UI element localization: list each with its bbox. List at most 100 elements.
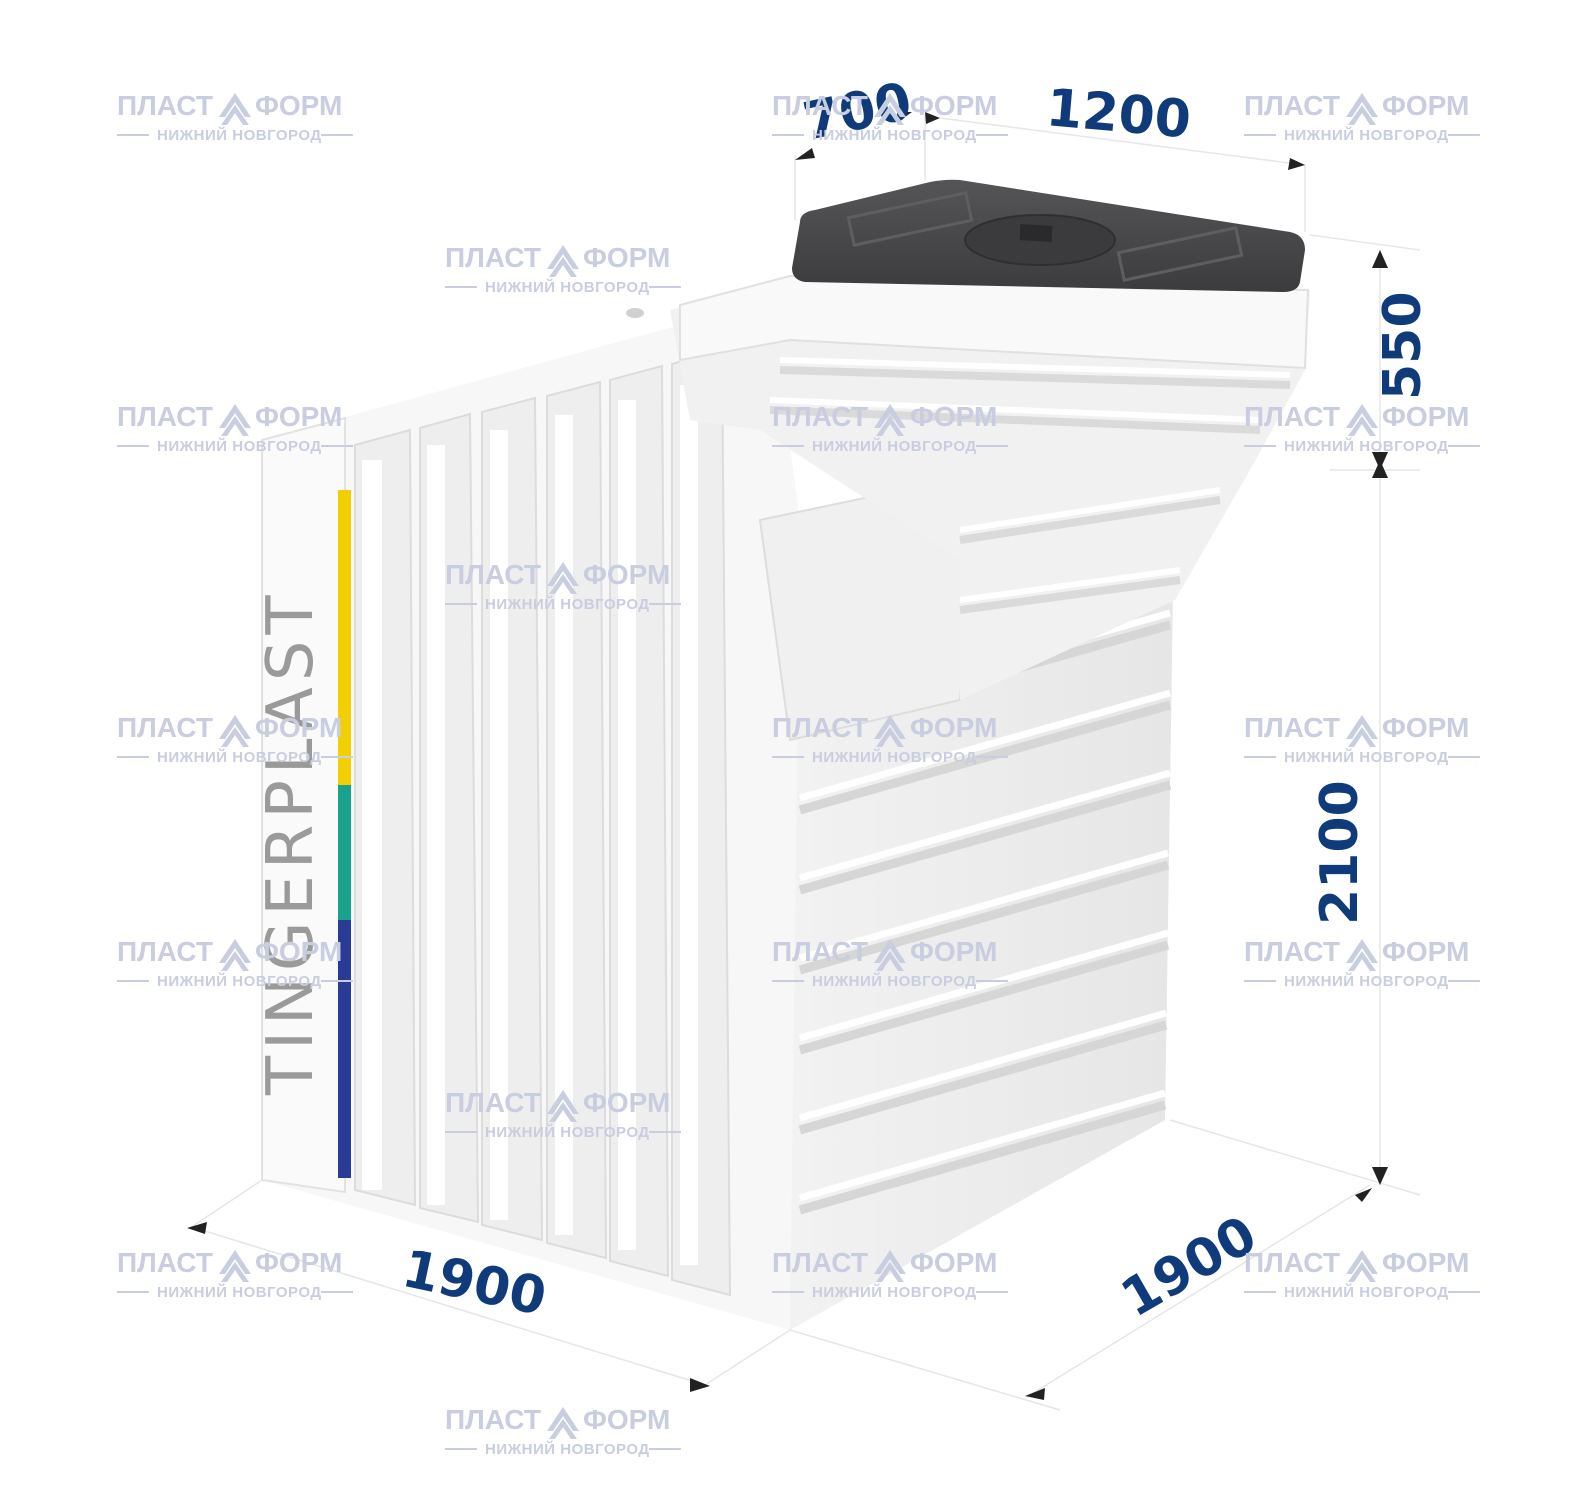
watermark-title-left: ПЛАСТ	[445, 559, 541, 590]
watermark-subtitle: НИЖНИЙ НОВГОРОД	[812, 972, 977, 990]
dim-length-top: 1200	[1044, 78, 1193, 150]
chevron-logo-icon	[874, 715, 906, 747]
watermark-subtitle: НИЖНИЙ НОВГОРОД	[157, 437, 322, 455]
watermark-title-left: ПЛАСТ	[445, 242, 541, 273]
chevron-logo-icon	[1346, 93, 1378, 125]
chevron-logo-icon	[1346, 404, 1378, 436]
watermark-logo: ПЛАСТ ФОРМ НИЖНИЙ НОВГОРОД	[772, 90, 1008, 144]
watermark-title-right: ФОРМ	[1382, 936, 1469, 967]
watermark-title-right: ФОРМ	[910, 936, 997, 967]
watermark-logo: ПЛАСТ ФОРМ НИЖНИЙ НОВГОРОД	[117, 90, 353, 144]
chevron-logo-icon	[547, 1407, 579, 1439]
watermark-title-left: ПЛАСТ	[445, 1404, 541, 1435]
watermark-subtitle: НИЖНИЙ НОВГОРОД	[1284, 748, 1449, 766]
watermark-subtitle: НИЖНИЙ НОВГОРОД	[812, 748, 977, 766]
watermark-logo: ПЛАСТ ФОРМ НИЖНИЙ НОВГОРОД	[445, 559, 681, 613]
watermark-title-right: ФОРМ	[910, 90, 997, 121]
watermark-title-left: ПЛАСТ	[772, 1247, 868, 1278]
watermark-logo: ПЛАСТ ФОРМ НИЖНИЙ НОВГОРОД	[1244, 936, 1480, 990]
watermark-title-left: ПЛАСТ	[1244, 936, 1340, 967]
watermark-subtitle: НИЖНИЙ НОВГОРОД	[812, 1283, 977, 1301]
watermark-title-left: ПЛАСТ	[1244, 712, 1340, 743]
chevron-logo-icon	[1346, 715, 1378, 747]
brand-label: TINGERPLAST	[254, 589, 328, 1096]
watermark-logo: ПЛАСТ ФОРМ НИЖНИЙ НОВГОРОД	[117, 936, 353, 990]
chevron-logo-icon	[219, 939, 251, 971]
arrowhead-icon	[1288, 158, 1305, 170]
chevron-logo-icon	[1346, 939, 1378, 971]
watermark-title-left: ПЛАСТ	[772, 712, 868, 743]
chevron-logo-icon	[874, 1250, 906, 1282]
arrowhead-icon	[1355, 1188, 1372, 1202]
watermark-title-left: ПЛАСТ	[117, 936, 213, 967]
watermark-subtitle: НИЖНИЙ НОВГОРОД	[485, 1440, 650, 1458]
chevron-logo-icon	[874, 404, 906, 436]
watermark-title-left: ПЛАСТ	[1244, 401, 1340, 432]
watermark-title-right: ФОРМ	[910, 401, 997, 432]
watermark-logo: ПЛАСТ ФОРМ НИЖНИЙ НОВГОРОД	[772, 401, 1008, 455]
watermark-title-left: ПЛАСТ	[772, 936, 868, 967]
watermark-title-left: ПЛАСТ	[1244, 90, 1340, 121]
chevron-logo-icon	[1346, 1250, 1378, 1282]
watermark-title-right: ФОРМ	[255, 712, 342, 743]
watermark-subtitle: НИЖНИЙ НОВГОРОД	[485, 595, 650, 613]
watermark-title-left: ПЛАСТ	[1244, 1247, 1340, 1278]
watermark-subtitle: НИЖНИЙ НОВГОРОД	[1284, 972, 1449, 990]
tank-neck	[670, 274, 1310, 700]
watermark-title-left: ПЛАСТ	[117, 1247, 213, 1278]
watermark-subtitle: НИЖНИЙ НОВГОРОД	[1284, 1283, 1449, 1301]
watermark-title-right: ФОРМ	[255, 936, 342, 967]
watermark-logo: ПЛАСТ ФОРМ НИЖНИЙ НОВГОРОД	[772, 936, 1008, 990]
dim-body-height: 2100	[1310, 780, 1370, 925]
watermark-subtitle: НИЖНИЙ НОВГОРОД	[1284, 126, 1449, 144]
chevron-logo-icon	[219, 93, 251, 125]
arrowhead-icon	[1372, 1167, 1388, 1185]
tank-lid	[792, 179, 1305, 292]
watermark-title-left: ПЛАСТ	[445, 1087, 541, 1118]
dimension-lines	[189, 115, 1421, 1411]
color-stripe	[338, 490, 351, 1178]
watermark-subtitle: НИЖНИЙ НОВГОРОД	[157, 1283, 322, 1301]
chevron-logo-icon	[874, 939, 906, 971]
arrowheads	[187, 112, 1388, 1400]
watermark-subtitle: НИЖНИЙ НОВГОРОД	[157, 972, 322, 990]
watermark-title-left: ПЛАСТ	[117, 712, 213, 743]
tank-front-face	[261, 300, 972, 1330]
watermark-title-right: ФОРМ	[1382, 1247, 1469, 1278]
chevron-logo-icon	[219, 715, 251, 747]
arrowhead-icon	[795, 148, 815, 160]
watermark-subtitle: НИЖНИЙ НОВГОРОД	[812, 437, 977, 455]
watermark-subtitle: НИЖНИЙ НОВГОРОД	[485, 278, 650, 296]
watermark-title-left: ПЛАСТ	[117, 401, 213, 432]
watermark-subtitle: НИЖНИЙ НОВГОРОД	[812, 126, 977, 144]
watermark-title-right: ФОРМ	[1382, 712, 1469, 743]
watermark-subtitle: НИЖНИЙ НОВГОРОД	[157, 748, 322, 766]
watermark-title-left: ПЛАСТ	[117, 90, 213, 121]
watermark-title-right: ФОРМ	[583, 559, 670, 590]
chevron-logo-icon	[547, 1090, 579, 1122]
watermark-title-right: ФОРМ	[255, 90, 342, 121]
arrowhead-icon	[187, 1222, 207, 1234]
chevron-logo-icon	[219, 1250, 251, 1282]
chevron-logo-icon	[874, 93, 906, 125]
watermark-title-right: ФОРМ	[255, 1247, 342, 1278]
watermark-subtitle: НИЖНИЙ НОВГОРОД	[157, 126, 322, 144]
watermark-logo: ПЛАСТ ФОРМ НИЖНИЙ НОВГОРОД	[117, 1247, 353, 1301]
watermark-title-right: ФОРМ	[910, 712, 997, 743]
arrowhead-icon	[690, 1378, 710, 1392]
watermark-title-left: ПЛАСТ	[772, 90, 868, 121]
watermark-title-right: ФОРМ	[255, 401, 342, 432]
watermark-logo: ПЛАСТ ФОРМ НИЖНИЙ НОВГОРОД	[117, 712, 353, 766]
watermark-logo: ПЛАСТ ФОРМ НИЖНИЙ НОВГОРОД	[117, 401, 353, 455]
chevron-logo-icon	[547, 562, 579, 594]
arrowhead-icon	[925, 112, 940, 124]
watermark-subtitle: НИЖНИЙ НОВГОРОД	[1284, 437, 1449, 455]
watermark-title-left: ПЛАСТ	[772, 401, 868, 432]
